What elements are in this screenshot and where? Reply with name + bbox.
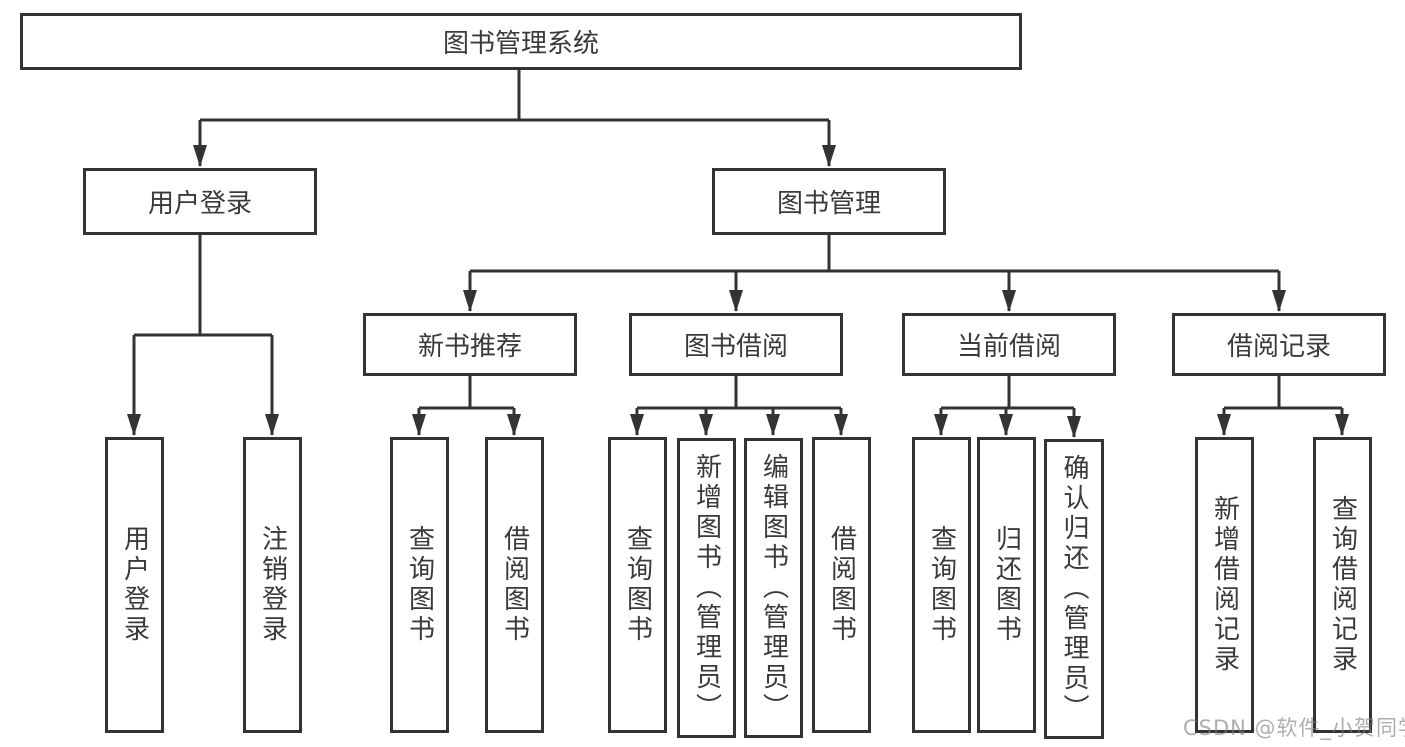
leaf-borrow-books-borrowing-label: 借阅图书 <box>826 525 857 645</box>
node-book-borrowing: 图书借阅 <box>629 313 843 376</box>
leaf-add-borrow-record: 新增借阅记录 <box>1195 437 1254 733</box>
node-root: 图书管理系统 <box>20 13 1022 70</box>
leaf-user-login: 用户登录 <box>105 437 164 733</box>
leaf-add-borrow-record-label: 新增借阅记录 <box>1209 495 1240 675</box>
node-root-label: 图书管理系统 <box>442 29 599 59</box>
leaf-edit-books-admin-label: 编辑图书（管理员） <box>758 453 789 723</box>
node-user-login: 用户登录 <box>83 168 317 235</box>
leaf-query-books-recommend-label: 查询图书 <box>404 525 435 645</box>
leaf-query-borrow-record-label: 查询借阅记录 <box>1327 495 1358 675</box>
leaf-borrow-books-borrowing: 借阅图书 <box>812 437 871 733</box>
node-user-login-label: 用户登录 <box>147 189 252 219</box>
leaf-query-borrow-record: 查询借阅记录 <box>1313 437 1372 733</box>
leaf-logout-login-label: 注销登录 <box>257 525 288 645</box>
leaf-borrow-books-recommend: 借阅图书 <box>485 437 544 733</box>
leaf-user-login-label: 用户登录 <box>119 525 150 645</box>
node-new-book-recommend-label: 新书推荐 <box>417 332 522 362</box>
csdn-watermark: CSDN @软件_小贺同学 <box>1183 716 1405 740</box>
node-book-management: 图书管理 <box>712 168 946 235</box>
leaf-confirm-return-admin-label: 确认归还（管理员） <box>1059 454 1089 724</box>
leaf-query-books-current: 查询图书 <box>912 437 971 733</box>
leaf-borrow-books-recommend-label: 借阅图书 <box>499 525 530 645</box>
leaf-return-books-label: 归还图书 <box>991 525 1022 645</box>
leaf-query-books-borrowing-label: 查询图书 <box>622 525 653 645</box>
node-book-management-label: 图书管理 <box>776 189 881 219</box>
leaf-add-books-admin: 新增图书（管理员） <box>677 438 736 738</box>
leaf-return-books: 归还图书 <box>977 437 1036 733</box>
leaf-query-books-recommend: 查询图书 <box>390 437 449 733</box>
node-current-borrowing-label: 当前借阅 <box>956 332 1061 362</box>
leaf-confirm-return-admin: 确认归还（管理员） <box>1044 439 1104 739</box>
node-current-borrowing: 当前借阅 <box>902 313 1116 376</box>
leaf-query-books-borrowing: 查询图书 <box>608 437 667 733</box>
leaf-add-books-admin-label: 新增图书（管理员） <box>691 453 722 723</box>
leaf-edit-books-admin: 编辑图书（管理员） <box>744 438 803 738</box>
leaf-query-books-current-label: 查询图书 <box>926 525 957 645</box>
node-borrowing-records: 借阅记录 <box>1172 313 1386 376</box>
leaf-logout-login: 注销登录 <box>243 437 302 733</box>
node-book-borrowing-label: 图书借阅 <box>683 332 788 362</box>
node-borrowing-records-label: 借阅记录 <box>1226 332 1331 362</box>
node-new-book-recommend: 新书推荐 <box>363 313 577 376</box>
